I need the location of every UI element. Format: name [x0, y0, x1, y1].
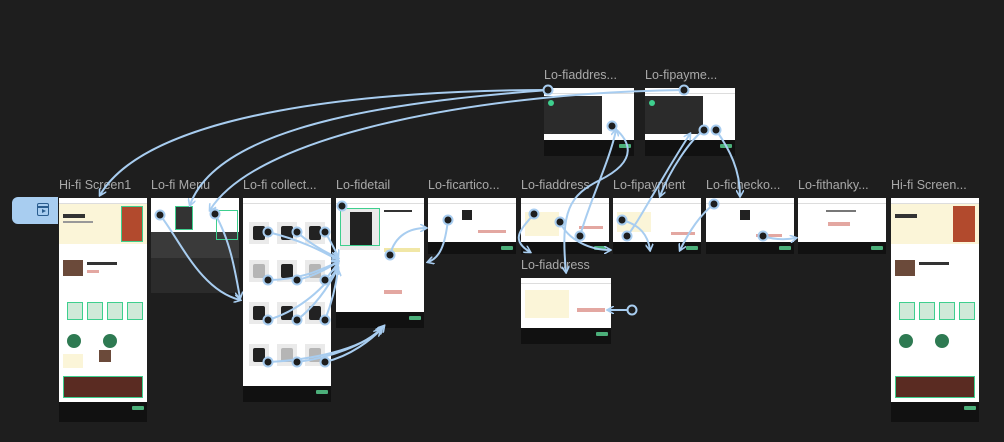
- play-icon: [37, 203, 49, 216]
- frame-lofi-payment-top[interactable]: [645, 88, 735, 156]
- frame-label-lofi-thankyou[interactable]: Lo-fithanky...: [798, 178, 869, 192]
- frame-label-lofi-cart[interactable]: Lo-ficartico...: [428, 178, 500, 192]
- frame-lofi-checkout[interactable]: [706, 198, 794, 254]
- frame-label-lofi-address[interactable]: Lo-fiaddress: [521, 178, 590, 192]
- frame-label-lofi-address-top[interactable]: Lo-fiaddres...: [544, 68, 617, 82]
- frame-lofi-detail[interactable]: [336, 198, 424, 328]
- present-prototype-button[interactable]: [12, 197, 58, 224]
- frame-label-hifi-screen1[interactable]: Hi-fi Screen1: [59, 178, 132, 192]
- frame-hifi-screen2[interactable]: [891, 198, 979, 422]
- frame-label-lofi-menu[interactable]: Lo-fi Menu: [151, 178, 211, 192]
- frame-label-lofi-collection[interactable]: Lo-fi collect...: [243, 178, 317, 192]
- frame-lofi-address-low[interactable]: [521, 278, 611, 344]
- frame-label-lofi-checkout[interactable]: Lo-fichecko...: [706, 178, 781, 192]
- frame-label-lofi-payment-top[interactable]: Lo-fipayme...: [645, 68, 718, 82]
- frame-hifi-screen1[interactable]: [59, 198, 147, 422]
- frame-lofi-thankyou[interactable]: [798, 198, 886, 254]
- frame-lofi-menu[interactable]: [151, 198, 239, 293]
- frame-label-lofi-detail[interactable]: Lo-fidetail: [336, 178, 391, 192]
- frame-label-lofi-address-low[interactable]: Lo-fiaddress: [521, 258, 590, 272]
- frame-label-hifi-screen2[interactable]: Hi-fi Screen...: [891, 178, 967, 192]
